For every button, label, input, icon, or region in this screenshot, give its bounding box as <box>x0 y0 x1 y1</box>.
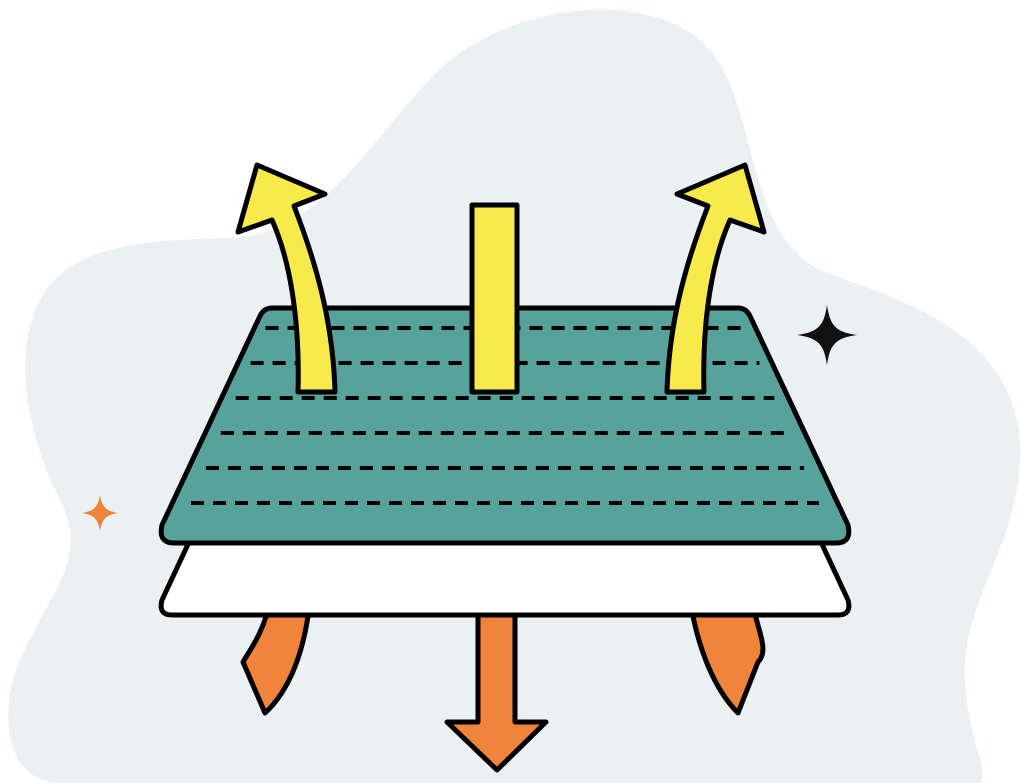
up-arrow-icon <box>235 162 338 395</box>
down-arrow-icon <box>240 597 313 716</box>
fabric-bottom-layer <box>158 537 852 618</box>
up-arrow-icon <box>664 162 767 395</box>
incoming-arrows <box>240 597 766 773</box>
outgoing-arrows <box>235 162 767 395</box>
sparkle-icon <box>82 495 118 531</box>
vertical-vapor-bar <box>469 202 520 395</box>
down-arrow-icon <box>444 597 549 773</box>
sparkle-icon <box>797 305 857 365</box>
down-arrow-icon <box>687 597 766 716</box>
